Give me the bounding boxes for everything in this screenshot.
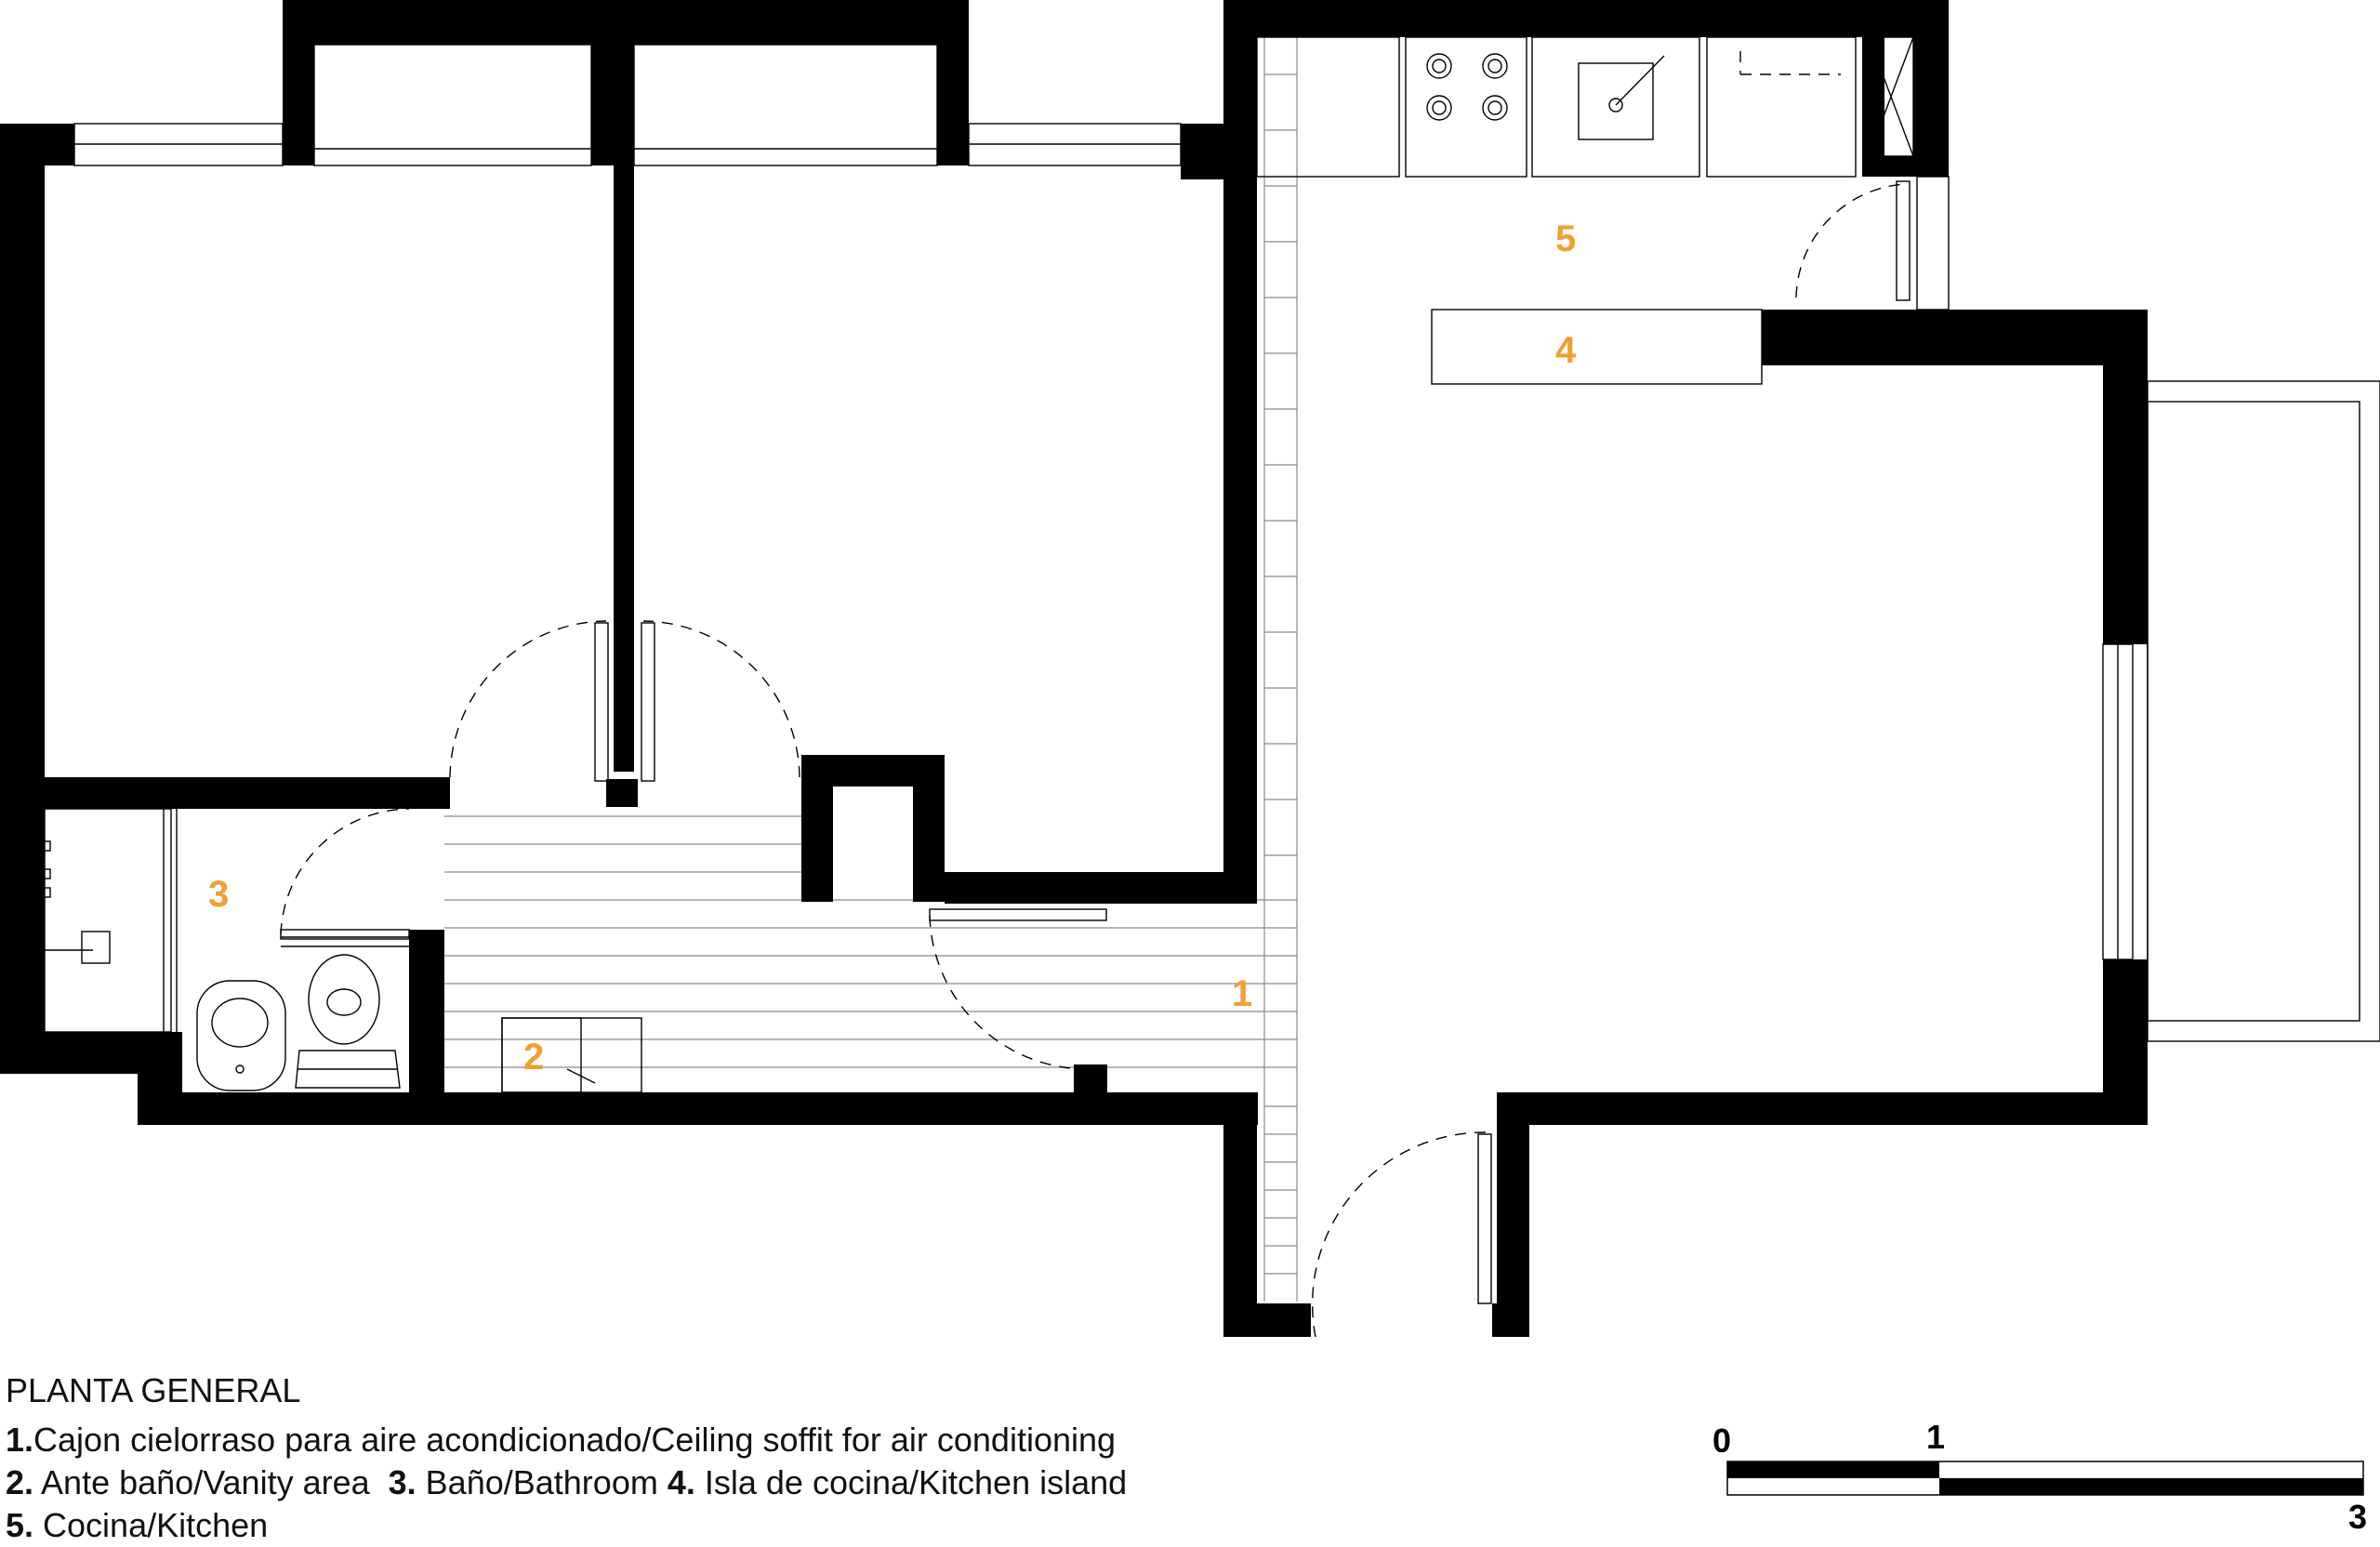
scale-label-3: 3 [2348, 1498, 2367, 1536]
kitchen-island [1431, 309, 1763, 385]
legend-text-2: Ante baño/Vanity area [33, 1463, 389, 1501]
legend-num-2: 2. [6, 1463, 34, 1501]
scale-bar: 0 1 3 [1712, 1418, 2367, 1536]
kitchen-counter [1256, 36, 1914, 385]
room-number-2: 2 [523, 1037, 544, 1078]
doors [280, 180, 1911, 1338]
room-number-3: 3 [208, 874, 229, 915]
legend-line-1: 1.Cajon cielorraso para aire acondiciona… [6, 1421, 1116, 1460]
room-number-4: 4 [1555, 330, 1577, 371]
legend-text-5: Cocina/Kitchen [33, 1506, 269, 1544]
legend-text-1: Cajon cielorraso para aire acondicionado… [33, 1421, 1117, 1459]
legend-num-1: 1. [6, 1421, 34, 1459]
soffit-hatch [444, 37, 1298, 1302]
legend-num-5: 5. [6, 1506, 34, 1544]
legend-num-4: 4. [667, 1463, 695, 1501]
legend-text-4: Isla de cocina/Kitchen island [694, 1463, 1128, 1501]
legend-line-2: 2. Ante baño/Vanity area 3. Baño/Bathroo… [6, 1463, 1127, 1502]
legend-text-3: Baño/Bathroom [416, 1463, 668, 1501]
scale-label-0: 0 [1712, 1421, 1731, 1460]
room-labels: 1 2 3 4 5 [208, 218, 1577, 1078]
scale-label-1: 1 [1926, 1418, 1945, 1456]
legend-line-3: 5. Cocina/Kitchen [6, 1506, 268, 1545]
room-number-5: 5 [1555, 218, 1576, 259]
walls [0, 0, 2148, 1337]
windows [73, 44, 2380, 1042]
bathroom-fixtures [42, 808, 642, 1093]
room-number-1: 1 [1232, 973, 1252, 1014]
plan-title: PLANTA GENERAL [6, 1371, 301, 1409]
legend-num-3: 3. [388, 1463, 416, 1501]
